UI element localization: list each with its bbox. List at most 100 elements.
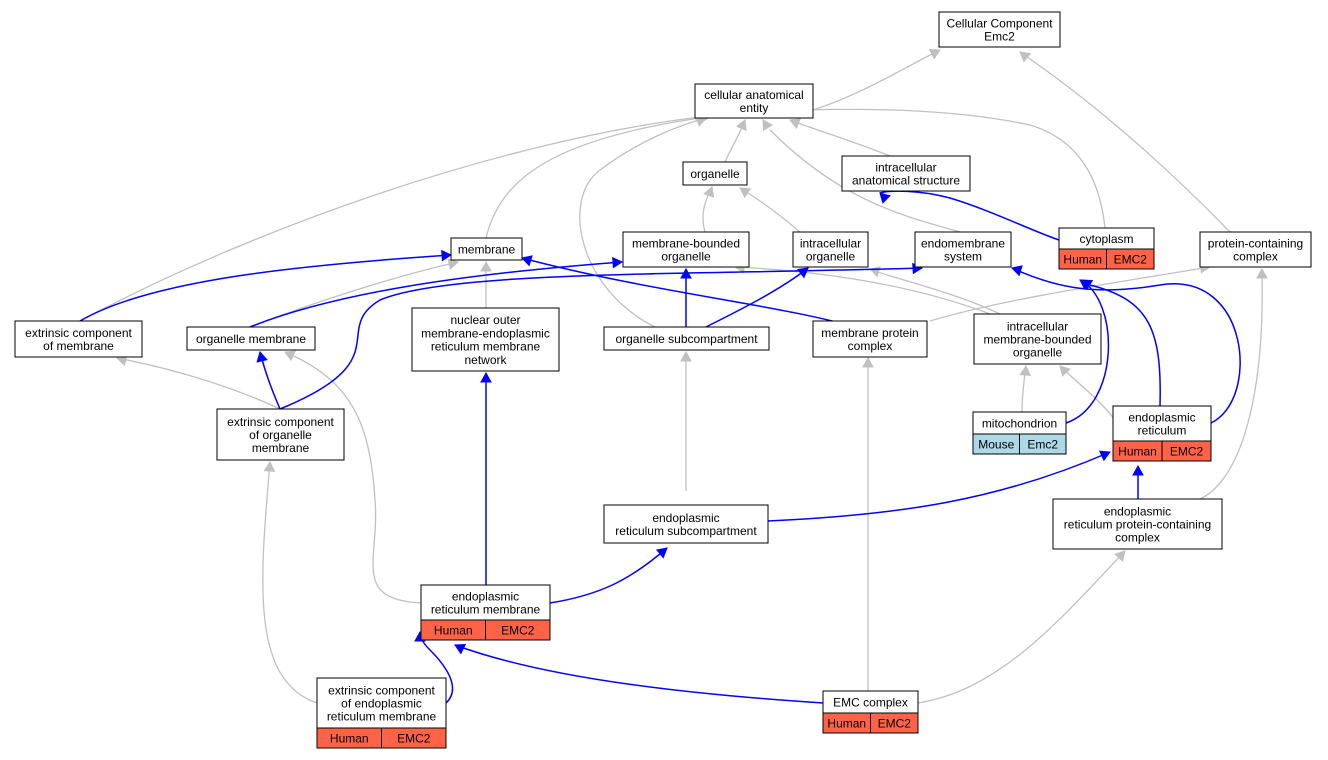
node-label: reticulum <box>1138 424 1187 438</box>
part-of-edge <box>454 644 824 704</box>
node-label: organelle <box>806 250 856 264</box>
node-organelle-subcompartment[interactable]: organelle subcompartment <box>603 326 770 351</box>
node-organelle[interactable]: organelle <box>682 161 748 186</box>
is-a-edge <box>485 111 712 239</box>
arrow-head <box>480 260 492 272</box>
node-nuclear-outer-membrane[interactable]: nuclear outermembrane-endoplasmicreticul… <box>411 307 560 372</box>
node-organelle-membrane[interactable]: organelle membrane <box>186 326 316 351</box>
is-a-edge <box>862 356 874 691</box>
node-label: reticulum subcompartment <box>615 524 757 538</box>
arrow-head <box>1059 365 1071 377</box>
node-box <box>792 231 869 268</box>
arrow-head <box>454 644 467 655</box>
node-label: anatomical structure <box>852 174 960 188</box>
part-of-edge <box>79 249 453 322</box>
part-of-edge <box>705 267 809 328</box>
node-box <box>186 326 316 351</box>
node-label: membrane <box>252 441 310 455</box>
node-label: reticulum membrane <box>431 340 541 354</box>
node-box <box>1112 405 1212 442</box>
node-label: membrane protein <box>821 326 918 340</box>
arrow-head <box>447 258 460 270</box>
node-box <box>450 237 523 261</box>
node-label: organelle <box>690 167 740 181</box>
node-box <box>603 504 769 544</box>
edges <box>79 49 1268 704</box>
node-label: intracellular <box>800 236 861 250</box>
arrow-head <box>735 119 747 132</box>
node-label: organelle <box>661 250 711 264</box>
node-label: endomembrane <box>921 236 1005 250</box>
arrow-head <box>869 266 881 278</box>
arrow-head <box>862 356 874 368</box>
is-a-edge <box>917 550 1126 704</box>
species-label: Human <box>1063 253 1102 267</box>
node-box <box>14 320 143 358</box>
part-of-edge <box>680 267 692 327</box>
is-a-edge <box>579 115 707 328</box>
gene-label: EMC2 <box>1114 253 1148 267</box>
node-box <box>914 231 1012 268</box>
node-box <box>1052 498 1223 550</box>
node-label: membrane <box>458 243 516 257</box>
is-a-edge <box>79 111 710 322</box>
arrow-head <box>789 118 801 129</box>
arrow-head <box>480 371 492 383</box>
part-of-edge <box>767 450 1111 522</box>
arrow-head <box>1114 550 1126 562</box>
arrow-head <box>1081 279 1094 290</box>
species-label: Human <box>330 732 369 746</box>
node-label: protein-containing <box>1208 236 1303 250</box>
is-a-edge <box>702 186 715 233</box>
node-label: extrinsic component <box>328 683 435 697</box>
gene-cell <box>870 712 919 734</box>
part-of-edge <box>480 371 492 585</box>
node-membrane[interactable]: membrane <box>450 237 523 261</box>
node-label: system <box>944 250 982 264</box>
is-a-edge <box>1019 51 1231 233</box>
node-label: nuclear outer <box>450 313 520 327</box>
node-label: membrane-bounded <box>632 236 740 250</box>
is-a-edge <box>1019 364 1032 413</box>
node-label: complex <box>1233 250 1278 264</box>
arrow-head <box>928 49 941 60</box>
part-of-edge <box>256 350 281 410</box>
node-label: cellular anatomical <box>704 88 803 102</box>
node-label: entity <box>740 101 769 115</box>
gene-cell <box>485 619 551 641</box>
node-box <box>973 313 1102 365</box>
gene-cell <box>1161 440 1212 462</box>
arrow-head <box>879 192 891 204</box>
is-a-edge <box>929 261 1212 322</box>
is-a-edge <box>1199 267 1268 500</box>
arrow-head <box>1256 267 1268 279</box>
arrow-head <box>612 256 624 269</box>
node-box <box>411 307 560 372</box>
part-of-edge <box>1081 279 1161 407</box>
is-a-edge <box>739 187 801 233</box>
node-label: of organelle <box>249 428 312 442</box>
arrow-head <box>1132 464 1144 476</box>
node-label: Emc2 <box>984 30 1015 44</box>
node-label: of membrane <box>43 339 114 353</box>
is-a-edge <box>733 261 991 315</box>
